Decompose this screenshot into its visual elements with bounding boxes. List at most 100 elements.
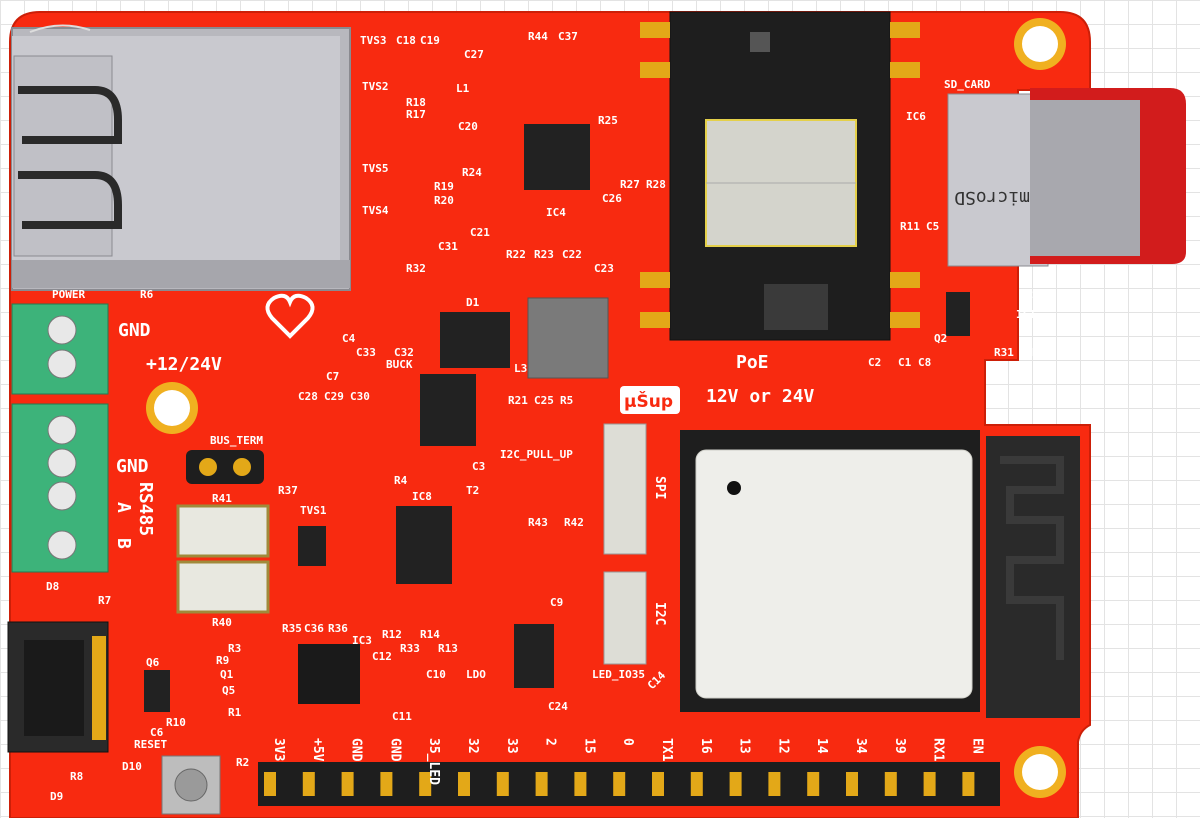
header-pin-label: 39 [892, 738, 907, 754]
refdes-r13: R13 [438, 642, 458, 655]
header-pin-label: 33 [504, 738, 519, 754]
header-pin [690, 772, 703, 796]
rs485-b-label: B [113, 538, 134, 549]
refdes-r32: R32 [406, 262, 426, 275]
refdes-q1: Q1 [220, 668, 234, 681]
header-pin [264, 772, 276, 796]
header-pin [341, 772, 354, 796]
refdes-c24: C24 [548, 700, 568, 713]
header-pin-label: 0 [620, 738, 635, 746]
refdes-r19: R19 [434, 180, 454, 193]
refdes-c19: C19 [420, 34, 440, 47]
header-pin [613, 772, 626, 796]
refdes-c29: C29 [324, 390, 344, 403]
refdes-r31: R31 [994, 346, 1014, 359]
header-pin [380, 772, 393, 796]
header-pin-label: 35_LED [426, 738, 441, 785]
refdes-c8: C8 [918, 356, 931, 369]
r41-resistor [176, 504, 270, 558]
heart-logo [265, 293, 315, 339]
header-pin-label: 15 [581, 738, 596, 754]
refdes-c1: C1 [898, 356, 912, 369]
refdes-r44: R44 [528, 30, 548, 43]
refdes-d9: D9 [50, 790, 63, 803]
refdes-r6: R6 [140, 288, 154, 301]
refdes-c2: C2 [868, 356, 881, 369]
refdes-r3: R3 [228, 642, 241, 655]
poe-title: PoE [736, 352, 769, 373]
refdes-c30: C30 [350, 390, 370, 403]
spi-label: SPI [652, 476, 667, 499]
refdes-r43: R43 [528, 516, 548, 529]
ic3-chip [298, 644, 360, 704]
poe-module [640, 11, 920, 341]
header-pin [535, 772, 548, 796]
reset-button[interactable] [174, 768, 208, 802]
esp32-module [680, 430, 1080, 718]
l3-inductor [527, 297, 609, 379]
sd-card-label: SD_CARD [944, 78, 991, 91]
refdes-d8: D8 [46, 580, 59, 593]
header-pin-label: +5V [310, 738, 325, 762]
header-pin-label: RX1 [931, 738, 946, 762]
buck-chip [420, 374, 476, 446]
refdes-d2: D2 [1020, 288, 1033, 301]
refdes-c6: C6 [150, 726, 164, 739]
refdes-tvs2: TVS2 [362, 80, 389, 93]
refdes-r2: R2 [236, 756, 249, 769]
refdes-c9: C9 [550, 596, 563, 609]
i2c-pull-up-label: I2C_PULL_UP [500, 448, 573, 461]
header-pin [419, 772, 432, 796]
refdes-c25: C25 [534, 394, 554, 407]
refdes-r11: R11 [900, 220, 920, 233]
refdes-c20: C20 [458, 120, 478, 133]
refdes-r40: R40 [212, 616, 232, 629]
refdes-r24: R24 [462, 166, 482, 179]
refdes-c12: C12 [372, 650, 392, 663]
refdes-ic6: IC6 [906, 110, 926, 123]
refdes-c37: C37 [558, 30, 578, 43]
refdes-c33: C33 [356, 346, 376, 359]
refdes-r14: R14 [420, 628, 440, 641]
header-pin [962, 772, 975, 796]
ldo-label: LDO [466, 668, 486, 681]
header-pin [846, 772, 858, 796]
i2c-connector [603, 571, 647, 665]
refdes-c4: C4 [342, 332, 356, 345]
header-pin [458, 772, 470, 796]
refdes-c31: C31 [438, 240, 458, 253]
header-pin [302, 772, 315, 796]
power-gnd-label: GND [118, 320, 151, 341]
header-pin-label: 16 [698, 738, 713, 754]
header-pin-label: 13 [737, 738, 752, 754]
d1-diode [440, 312, 510, 368]
header-pin-label: GND [349, 738, 364, 762]
header-pin [768, 772, 781, 796]
refdes-d1: D1 [466, 296, 480, 309]
header-pin-label: 34 [853, 738, 868, 754]
refdes-c27: C27 [464, 48, 484, 61]
refdes-r9: R9 [216, 654, 229, 667]
header-pin-label: GND [387, 738, 402, 762]
ethernet-jack [11, 24, 351, 291]
refdes-r41: R41 [212, 492, 232, 505]
refdes-r17: R17 [406, 108, 426, 121]
refdes-r1: R1 [228, 706, 242, 719]
musup-label: µŠup [624, 390, 673, 412]
refdes-r20: R20 [434, 194, 454, 207]
refdes-r36: R36 [328, 622, 348, 635]
power-voltage-label: +12/24V [146, 354, 222, 375]
refdes-r27: R27 [620, 178, 640, 191]
header-pin [923, 772, 936, 796]
refdes-c21: C21 [470, 226, 490, 239]
ldo-chip [514, 624, 554, 688]
refdes-c36: C36 [304, 622, 324, 635]
refdes-c22: C22 [562, 248, 582, 261]
refdes-tvs5: TVS5 [362, 162, 389, 175]
ic8-chip [396, 506, 452, 584]
refdes-q2: Q2 [934, 332, 947, 345]
poe-voltage: 12V or 24V [706, 386, 815, 407]
refdes-r37: R37 [278, 484, 298, 497]
refdes-q5: Q5 [222, 684, 235, 697]
